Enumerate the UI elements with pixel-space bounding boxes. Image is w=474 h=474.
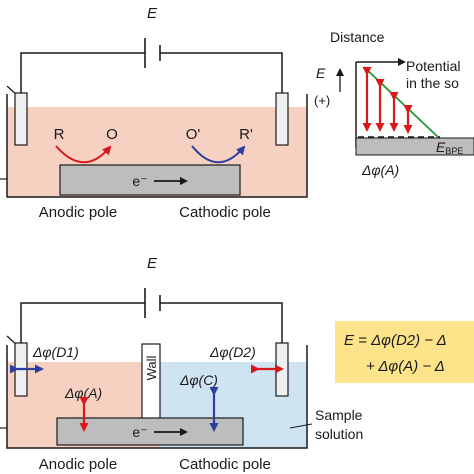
top-bipolar-electrode (59, 164, 241, 196)
equation-box-background (335, 321, 474, 383)
species-o: O (106, 126, 118, 143)
graph-delta-phi-a-label: Δφ(A) (361, 162, 399, 178)
bottom-circuit-wire (20, 302, 283, 345)
delta-phi-d2-label: Δφ(D2) (209, 344, 256, 360)
sample-label-line1: Sample (315, 407, 363, 423)
bottom-cathodic-pole-label: Cathodic pole (179, 456, 271, 473)
bottom-electron-label: e⁻ (132, 424, 147, 440)
top-voltage-label: E (147, 5, 158, 22)
bottom-container (6, 345, 308, 449)
top-container (6, 94, 308, 198)
top-cell: E e⁻ R O O' R' Anodic pole Cathodic pole (0, 5, 308, 221)
reduction-arrow (191, 145, 246, 164)
ebpe-label: EBPE (436, 139, 463, 156)
equation-box: E = Δφ(D2) − Δ + Δφ(A) − Δ (335, 321, 474, 383)
equation-line2: + Δφ(A) − Δ (366, 358, 445, 375)
potential-label-line2: in the so (406, 75, 459, 91)
solution-potential-line (363, 66, 439, 138)
bpe-bar (355, 137, 474, 156)
delta-phi-d1-label: Δφ(D1) (32, 344, 79, 360)
top-left-electrode (14, 92, 28, 146)
potential-label-line1: Potential (406, 58, 460, 74)
top-anodic-pole-label: Anodic pole (39, 204, 117, 221)
sample-label-line2: solution (315, 426, 363, 442)
species-r-prime: R' (239, 126, 253, 143)
species-o-prime: O' (186, 126, 201, 143)
sample-solution-pointer (289, 423, 313, 429)
e-axis-label: E (316, 65, 326, 81)
delta-phi-c-label: Δφ(C) (179, 372, 218, 388)
bottom-voltage-label: E (147, 255, 158, 272)
top-cathodic-pole-label: Cathodic pole (179, 204, 271, 221)
top-right-electrode (275, 92, 289, 146)
top-circuit-wire (20, 52, 283, 94)
distance-label: Distance (330, 29, 385, 45)
wall-label: Wall (144, 355, 159, 380)
oxidation-arrow (55, 145, 112, 164)
separation-wall (141, 343, 161, 421)
top-electron-label: e⁻ (132, 173, 147, 189)
bottom-cell: E Wall e⁻ Δφ(D1) Δφ(D2) Δφ(A) Δφ(C) Samp… (0, 255, 363, 473)
potential-graph: Distance E (+) Potential in the so EBPE … (314, 29, 474, 178)
plus-label: (+) (314, 93, 330, 108)
species-r: R (54, 126, 65, 143)
bottom-anodic-pole-label: Anodic pole (39, 456, 117, 473)
equation-line1: E = Δφ(D2) − Δ (344, 332, 447, 349)
delta-phi-a-label: Δφ(A) (64, 385, 102, 401)
